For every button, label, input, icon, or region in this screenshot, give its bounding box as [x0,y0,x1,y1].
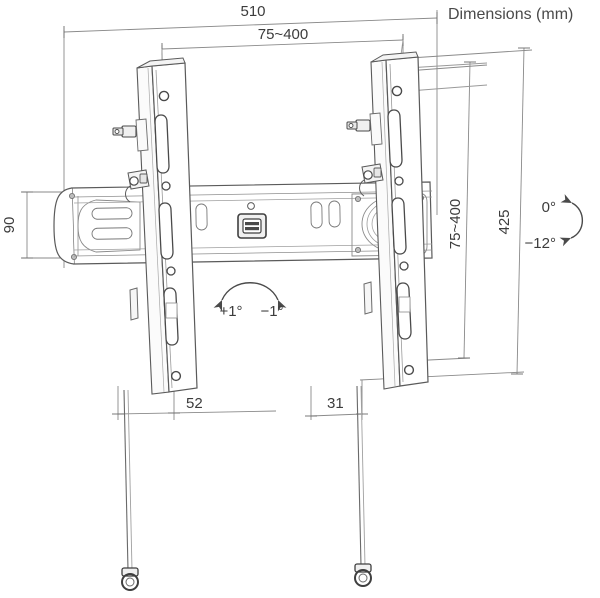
wall-plate [53,181,433,265]
label-overall-width: 510 [240,3,265,20]
center-lock-mechanism [237,202,267,239]
label-swivel-right: −1° [260,303,283,320]
right-pull-cord [354,385,372,587]
left-cord-ring-handle [121,567,139,591]
dim-line-510 [63,17,438,33]
label-plate-height: 90 [1,217,18,234]
right-vertical-rail [346,51,429,390]
label-tilt-bottom: −12° [525,235,556,252]
left-rail-adjuster-bolt [112,118,149,152]
bracket-assembly [53,51,433,591]
right-cord-ring-handle [354,563,372,587]
dim-line-31 [310,413,363,417]
ext-line-top-425 [409,49,533,59]
label-vesa-vertical: 75~400 [447,199,464,249]
left-vertical-rail [112,57,198,395]
dimension-lines-layer [21,10,533,420]
right-rail-adjuster-bolt [346,112,383,146]
dim-line-vesa-h [161,39,404,50]
drawing-title: Dimensions (mm) [448,6,573,23]
dim-line-52 [117,410,277,415]
label-tilt-top: 0° [542,199,556,216]
label-left-offset: 52 [186,395,203,412]
label-vesa-horizontal: 75~400 [258,26,308,43]
dim-line-vesa-v [463,61,471,359]
dim-right-offset [305,380,368,420]
dim-line-425 [516,47,525,375]
left-pull-cord [121,389,139,591]
left-rail-pivot-hinge [125,169,150,203]
right-rail-pivot-hinge [359,163,384,197]
tilt-arc-icon [559,194,584,247]
label-overall-height: 425 [496,209,513,234]
label-right-offset: 31 [327,395,344,412]
label-swivel-left: +1° [219,303,242,320]
swivel-arc-icon [213,282,287,312]
